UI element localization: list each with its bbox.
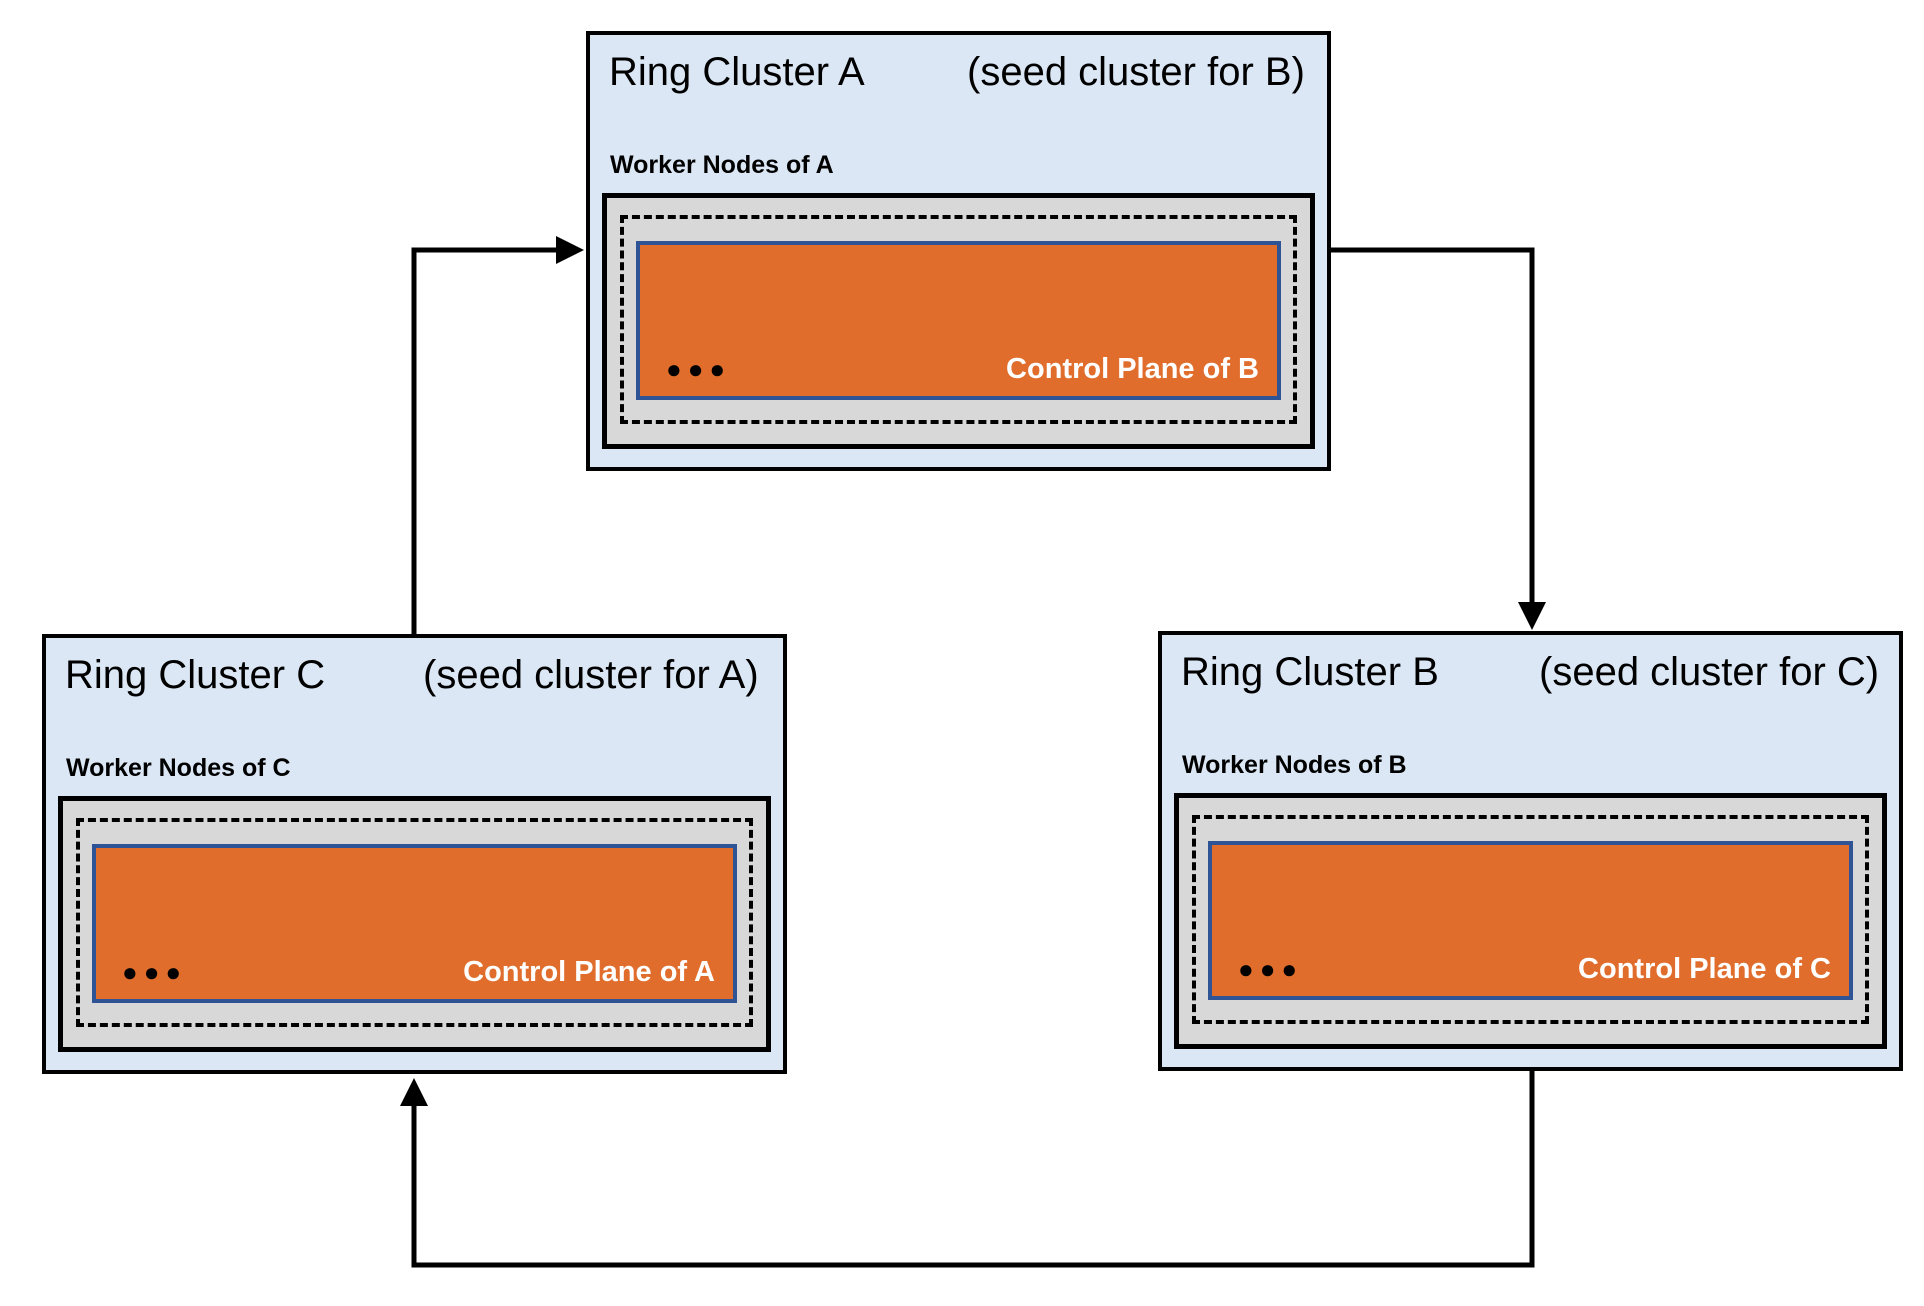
cluster-b-name: Ring Cluster B bbox=[1181, 650, 1439, 694]
cluster-b-dashed-boundary: ●●● Control Plane of C bbox=[1192, 815, 1869, 1024]
arrow-a-to-b bbox=[1331, 247, 1546, 630]
ellipsis-dots: ●●● bbox=[122, 957, 188, 987]
cluster-c-worker-nodes-label: Worker Nodes of C bbox=[66, 754, 291, 782]
arrow-b-to-c bbox=[400, 1069, 1535, 1268]
cluster-b-title-row: Ring Cluster B (seed cluster for C) bbox=[1181, 648, 1891, 696]
ellipsis-dots: ●●● bbox=[666, 354, 732, 384]
cluster-c-control-plane-label: Control Plane of A bbox=[463, 956, 715, 988]
cluster-b-worker-nodes-box: ●●● Control Plane of C bbox=[1174, 793, 1887, 1049]
cluster-a-title-row: Ring Cluster A (seed cluster for B) bbox=[609, 48, 1319, 96]
cluster-b-control-plane-label: Control Plane of C bbox=[1578, 953, 1831, 985]
cluster-a-worker-nodes-box: ●●● Control Plane of B bbox=[602, 193, 1315, 449]
cluster-a-control-plane-label: Control Plane of B bbox=[1006, 353, 1259, 385]
cluster-a: Ring Cluster A (seed cluster for B) Worke… bbox=[586, 31, 1331, 471]
cluster-c-worker-nodes-box: ●●● Control Plane of A bbox=[58, 796, 771, 1052]
cluster-c: Ring Cluster C (seed cluster for A) Worke… bbox=[42, 634, 787, 1074]
cluster-c-seed-note: (seed cluster for A) bbox=[423, 653, 759, 697]
cluster-c-title-row: Ring Cluster C (seed cluster for A) bbox=[65, 651, 775, 699]
cluster-c-dashed-boundary: ●●● Control Plane of A bbox=[76, 818, 753, 1027]
cluster-b-worker-nodes-label: Worker Nodes of B bbox=[1182, 751, 1407, 779]
cluster-b-control-plane-box: ●●● Control Plane of C bbox=[1208, 841, 1853, 1000]
cluster-c-name: Ring Cluster C bbox=[65, 653, 326, 697]
cluster-a-control-plane-box: ●●● Control Plane of B bbox=[636, 241, 1281, 400]
cluster-a-dashed-boundary: ●●● Control Plane of B bbox=[620, 215, 1297, 424]
ellipsis-dots: ●●● bbox=[1238, 954, 1304, 984]
cluster-b: Ring Cluster B (seed cluster for C) Worke… bbox=[1158, 631, 1903, 1071]
cluster-a-worker-nodes-label: Worker Nodes of A bbox=[610, 151, 834, 179]
cluster-b-seed-note: (seed cluster for C) bbox=[1539, 650, 1880, 694]
arrow-c-to-a bbox=[411, 236, 584, 636]
cluster-c-control-plane-box: ●●● Control Plane of A bbox=[92, 844, 737, 1003]
cluster-a-name: Ring Cluster A bbox=[609, 50, 865, 94]
cluster-a-seed-note: (seed cluster for B) bbox=[967, 50, 1305, 94]
